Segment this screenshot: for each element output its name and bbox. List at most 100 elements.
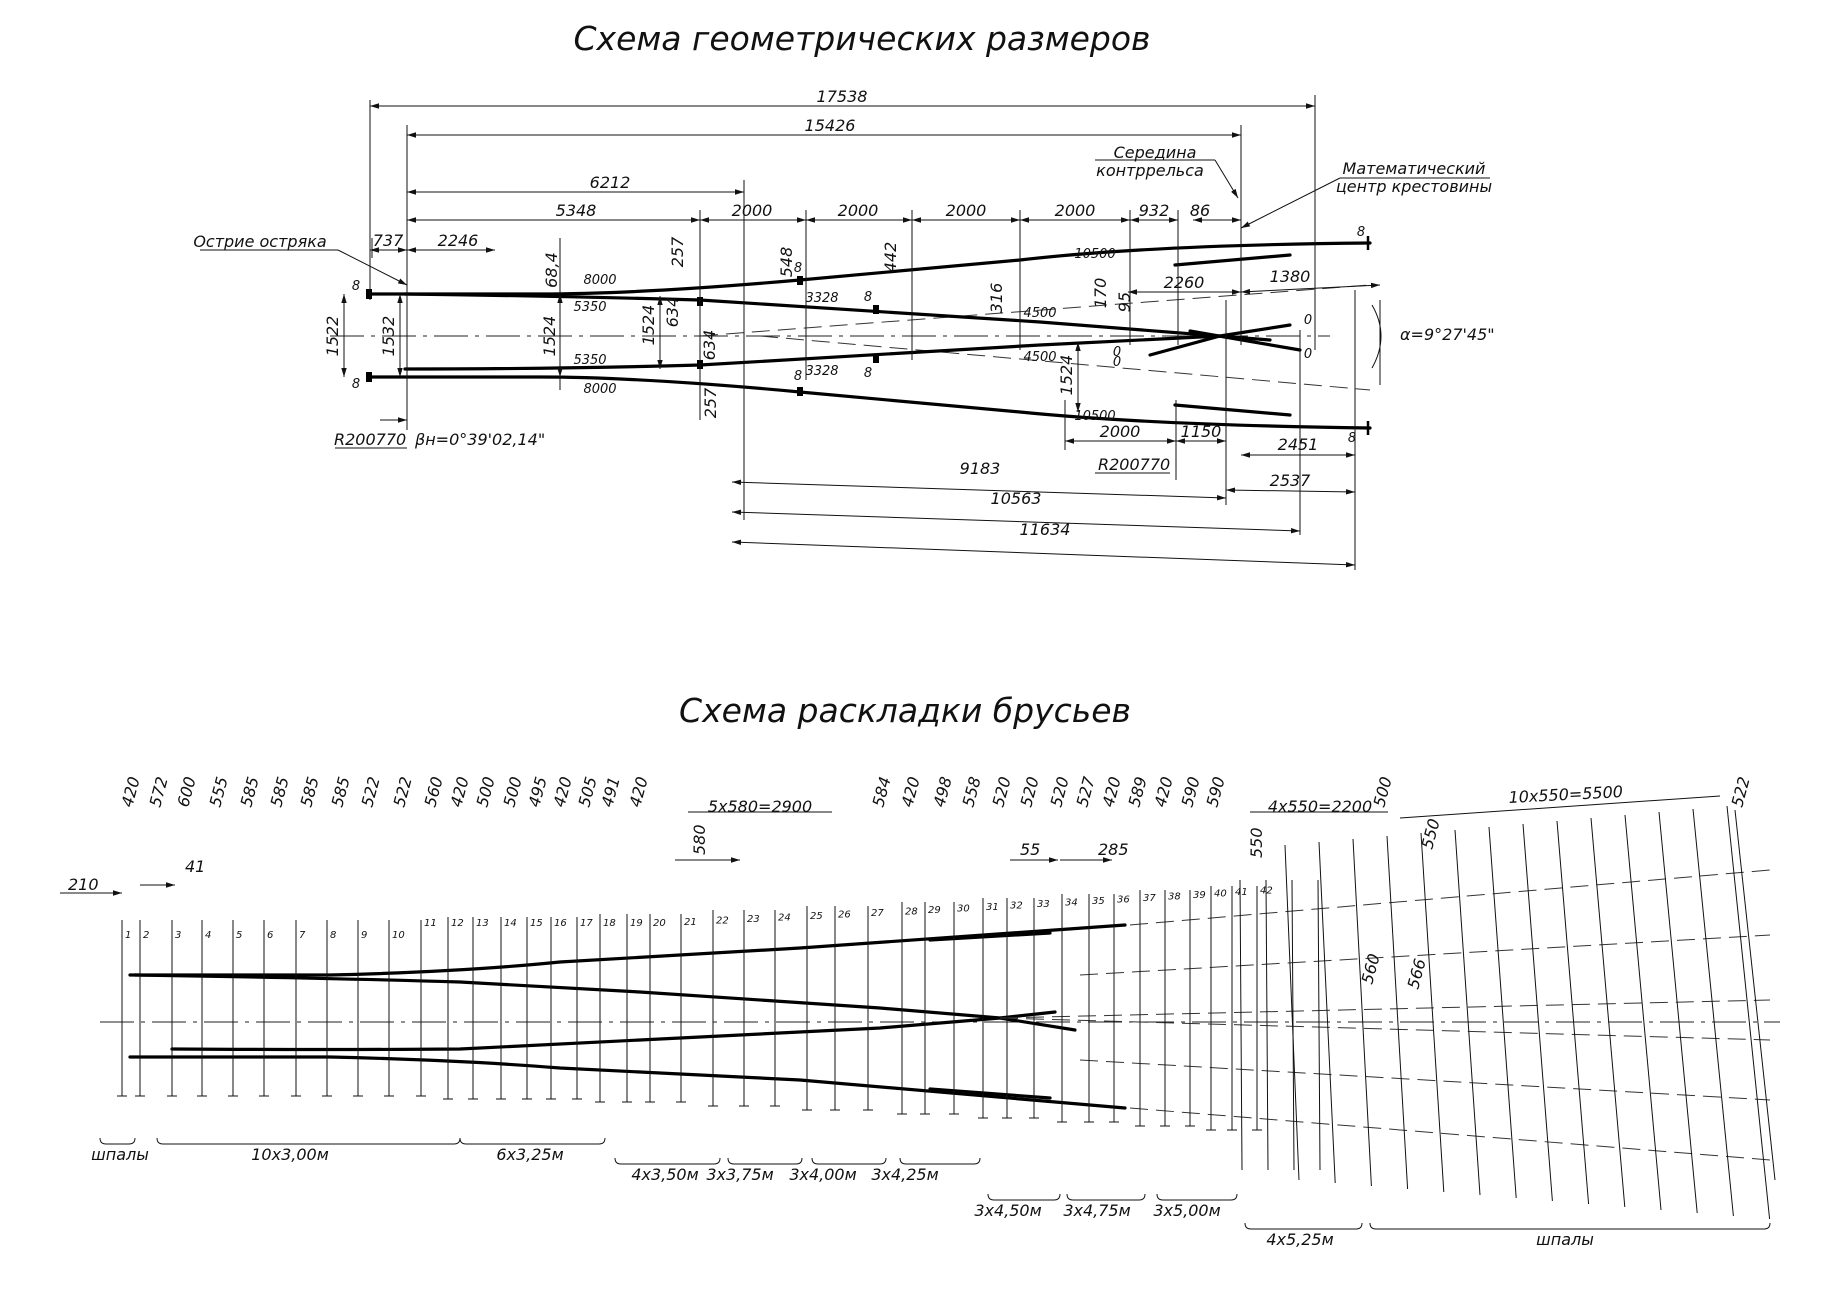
alpha-angle-label: α=9°27'45" bbox=[1400, 325, 1495, 344]
sleeper-number-label: 14 bbox=[504, 918, 517, 929]
geometry-dim-vertical: 1524 bbox=[540, 316, 559, 357]
sleeper-spacing-label: 585 bbox=[237, 775, 263, 809]
point-tip-label: Острие остряка bbox=[193, 232, 326, 251]
geometry-dim-bottom: 11634 bbox=[1020, 520, 1071, 539]
sleeper-spacing-label: 585 bbox=[328, 775, 354, 809]
sleeper-spacing-label: 522 bbox=[1728, 775, 1754, 809]
geometry-small-mark: 8 bbox=[864, 290, 872, 305]
sleeper-spacing-label: 420 bbox=[118, 775, 144, 809]
sleeper-spacing-label: 420 bbox=[550, 775, 576, 809]
sleeper-number-label: 6 bbox=[267, 930, 273, 941]
sleeper-scheme-title: Схема раскладки брусьев bbox=[679, 691, 1131, 730]
group-brace bbox=[1244, 1222, 1363, 1230]
geometry-dim-vertical: 1524 bbox=[1057, 355, 1076, 396]
fan-sleeper-line bbox=[1522, 823, 1553, 1202]
sleeper-number-label: 16 bbox=[554, 918, 567, 929]
sleeper-line bbox=[1734, 809, 1776, 1181]
sleeper-small-dim: 550 bbox=[1247, 827, 1266, 858]
sleeper-group-label: 10x3,00м bbox=[251, 1145, 329, 1164]
guard-rail-middle-label-2: контррельса bbox=[1096, 161, 1204, 180]
fan-sleeper-line bbox=[1352, 838, 1372, 1187]
sleeper-number-label: 23 bbox=[747, 914, 760, 925]
sleeper-switch-rail-bottom bbox=[170, 1010, 1057, 1052]
geometry-rail-length-label: 10500 bbox=[1074, 409, 1115, 424]
group-brace bbox=[459, 1137, 606, 1145]
fan-sleeper-line bbox=[1284, 844, 1300, 1181]
sleeper-number-label: 18 bbox=[603, 918, 616, 929]
sleeper-small-dim: 560 bbox=[1358, 952, 1384, 986]
sleeper-spacing-label: 420 bbox=[898, 775, 924, 809]
sleeper-number-label: 21 bbox=[684, 917, 697, 928]
sleeper-spacing-label: 495 bbox=[525, 775, 551, 809]
joint-mark bbox=[873, 354, 879, 363]
sleeper-small-dim: 285 bbox=[1098, 840, 1129, 859]
guard-rail-top bbox=[1173, 253, 1292, 267]
sleeper-number-label: 10 bbox=[392, 930, 405, 941]
fan-sleeper-line bbox=[1726, 805, 1771, 1220]
geometry-dim-bottom: 9183 bbox=[960, 459, 1001, 478]
joint-mark bbox=[797, 276, 803, 285]
sleeper-rails bbox=[100, 869, 1780, 1161]
sleeper-spacing-label: 520 bbox=[989, 775, 1015, 809]
sleeper-small-dim: 566 bbox=[1404, 957, 1430, 991]
geometry-small-mark: 8 bbox=[794, 261, 802, 276]
group-brace bbox=[727, 1157, 803, 1165]
fan-sleeper-line bbox=[1590, 817, 1626, 1208]
geometry-dim-top: 2000 bbox=[732, 201, 773, 220]
sleeper-group-label: 3x3,75м bbox=[706, 1165, 773, 1184]
frog-nose bbox=[1188, 329, 1302, 352]
sleeper-number-label: 27 bbox=[871, 908, 884, 919]
sleeper-spacing-label: 600 bbox=[174, 775, 200, 809]
geometry-dim-top: 86 bbox=[1190, 201, 1210, 220]
sleeper-number-label: 7 bbox=[299, 930, 306, 941]
radius-label-left: R200770 bbox=[334, 430, 406, 449]
sleeper-group-label: 3x4,50м bbox=[974, 1201, 1041, 1220]
sleeper-number-label: 1 bbox=[125, 930, 131, 941]
geometry-dim-top: 1380 bbox=[1270, 267, 1311, 286]
joint-mark bbox=[366, 372, 372, 382]
sleeper-spacing-label: 585 bbox=[267, 775, 293, 809]
geometry-small-mark: 0 bbox=[1304, 313, 1312, 328]
fan-sleeper-line bbox=[1692, 808, 1734, 1217]
joint-mark bbox=[797, 387, 803, 396]
geometry-rails bbox=[330, 236, 1372, 435]
sleeper-guard-top bbox=[928, 931, 1052, 942]
group-brace bbox=[99, 1137, 136, 1145]
sleeper-group-label: шпалы bbox=[91, 1145, 149, 1164]
geometry-dim-vertical: 1522 bbox=[323, 316, 342, 357]
geometry-dim-vertical: 634 bbox=[663, 297, 682, 328]
geometry-small-mark: 0 bbox=[1113, 355, 1121, 370]
sleeper-number-label: 38 bbox=[1168, 892, 1181, 903]
geometry-rail-length-label: 3328 bbox=[805, 291, 838, 306]
geometry-rail-length-label: 4500 bbox=[1023, 350, 1056, 365]
sleeper-guard-bottom bbox=[928, 1087, 1052, 1100]
beta-angle-label: βн=0°39'02,14" bbox=[414, 430, 545, 449]
sleeper-small-dim: 550 bbox=[1418, 817, 1444, 851]
main-stock-rail-bottom bbox=[368, 375, 1372, 430]
sleeper-number-label: 35 bbox=[1092, 896, 1105, 907]
geometry-text-labels: Острие остряка Середина контррельса Мате… bbox=[193, 143, 1494, 474]
geometry-dim-top: 5348 bbox=[556, 201, 597, 220]
math-center-label-1: Математический bbox=[1343, 159, 1486, 178]
geometry-small-mark: 8 bbox=[352, 377, 360, 392]
geometry-dim-vertical: 548 bbox=[777, 247, 796, 278]
sleeper-number-label: 34 bbox=[1065, 898, 1078, 909]
geometry-dim-vertical: 68,4 bbox=[542, 252, 561, 288]
sleeper-spacing-label: 500 bbox=[1370, 775, 1396, 809]
sleeper-group-dim-line bbox=[1399, 795, 1721, 819]
sleeper-spacing-group-label: 10x550=5500 bbox=[1508, 782, 1623, 807]
guard-rail-bottom bbox=[1173, 403, 1292, 417]
sleeper-number-label: 39 bbox=[1193, 890, 1206, 901]
sleeper-group-label: 6x3,25м bbox=[496, 1145, 563, 1164]
sleeper-spacing-label: 555 bbox=[206, 775, 232, 809]
sleeper-line bbox=[1317, 879, 1321, 1171]
geometry-dim-top: 2000 bbox=[946, 201, 987, 220]
sleeper-spacing-label: 520 bbox=[1047, 775, 1073, 809]
geometry-dim-top: 2000 bbox=[1055, 201, 1096, 220]
geometry-scheme-title: Схема геометрических размеров bbox=[574, 19, 1151, 58]
geometry-rail-length-label: 8000 bbox=[583, 382, 616, 397]
sleeper-number-label: 4 bbox=[205, 930, 211, 941]
sleeper-group-label: 4x3,50м bbox=[631, 1165, 698, 1184]
group-brace bbox=[1066, 1193, 1146, 1201]
